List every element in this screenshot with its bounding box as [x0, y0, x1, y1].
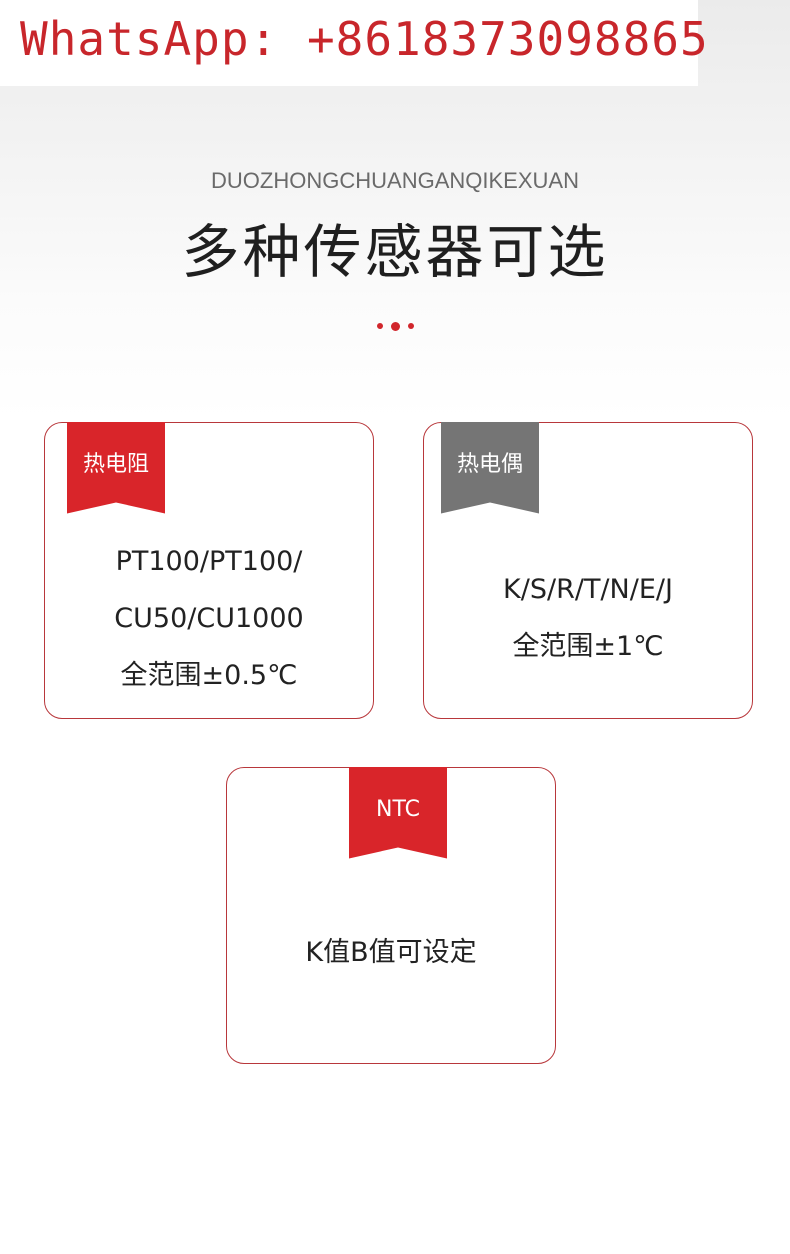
card-text-line: PT100/PT100/ — [115, 546, 303, 577]
dot-icon — [376, 323, 383, 329]
card-tag-ribbon: 热电阻 — [67, 421, 165, 514]
dot-icon — [390, 321, 400, 331]
sensor-card-ntc: NTC K值B值可设定 — [226, 766, 556, 1064]
sensor-card-thermocouple: 热电偶 K/S/R/T/N/E/J 全范围±1℃ — [423, 421, 753, 719]
section-title: 多种传感器可选 — [181, 218, 609, 286]
dot-icon — [407, 323, 414, 329]
decorative-dots — [0, 320, 790, 332]
card-text-line: K/S/R/T/N/E/J — [503, 574, 673, 605]
card-tag-label: NTC — [376, 796, 420, 822]
card-text-line: 全范围±1℃ — [512, 631, 664, 662]
section-subtitle: DUOZHONGCHUANGANQIKEXUAN — [211, 168, 579, 193]
card-tag-ribbon: NTC — [349, 766, 447, 859]
card-text-line: 全范围±0.5℃ — [120, 660, 298, 691]
card-text-line: CU50/CU1000 — [114, 603, 304, 634]
card-tag-ribbon: 热电偶 — [441, 421, 539, 514]
sensor-card-rtd: 热电阻 PT100/PT100/ CU50/CU1000 全范围±0.5℃ — [44, 421, 374, 719]
card-tag-label: 热电偶 — [456, 451, 523, 477]
card-tag-label: 热电阻 — [82, 451, 149, 477]
card-body: K值B值可设定 — [227, 931, 555, 975]
card-body: PT100/PT100/ CU50/CU1000 全范围±0.5℃ — [45, 533, 373, 704]
card-text-line: K值B值可设定 — [305, 937, 477, 968]
whatsapp-banner: WhatsApp: +8618373098865 — [0, 0, 708, 86]
whatsapp-contact-text: WhatsApp: +8618373098865 — [20, 12, 709, 66]
card-body: K/S/R/T/N/E/J 全范围±1℃ — [424, 561, 752, 675]
